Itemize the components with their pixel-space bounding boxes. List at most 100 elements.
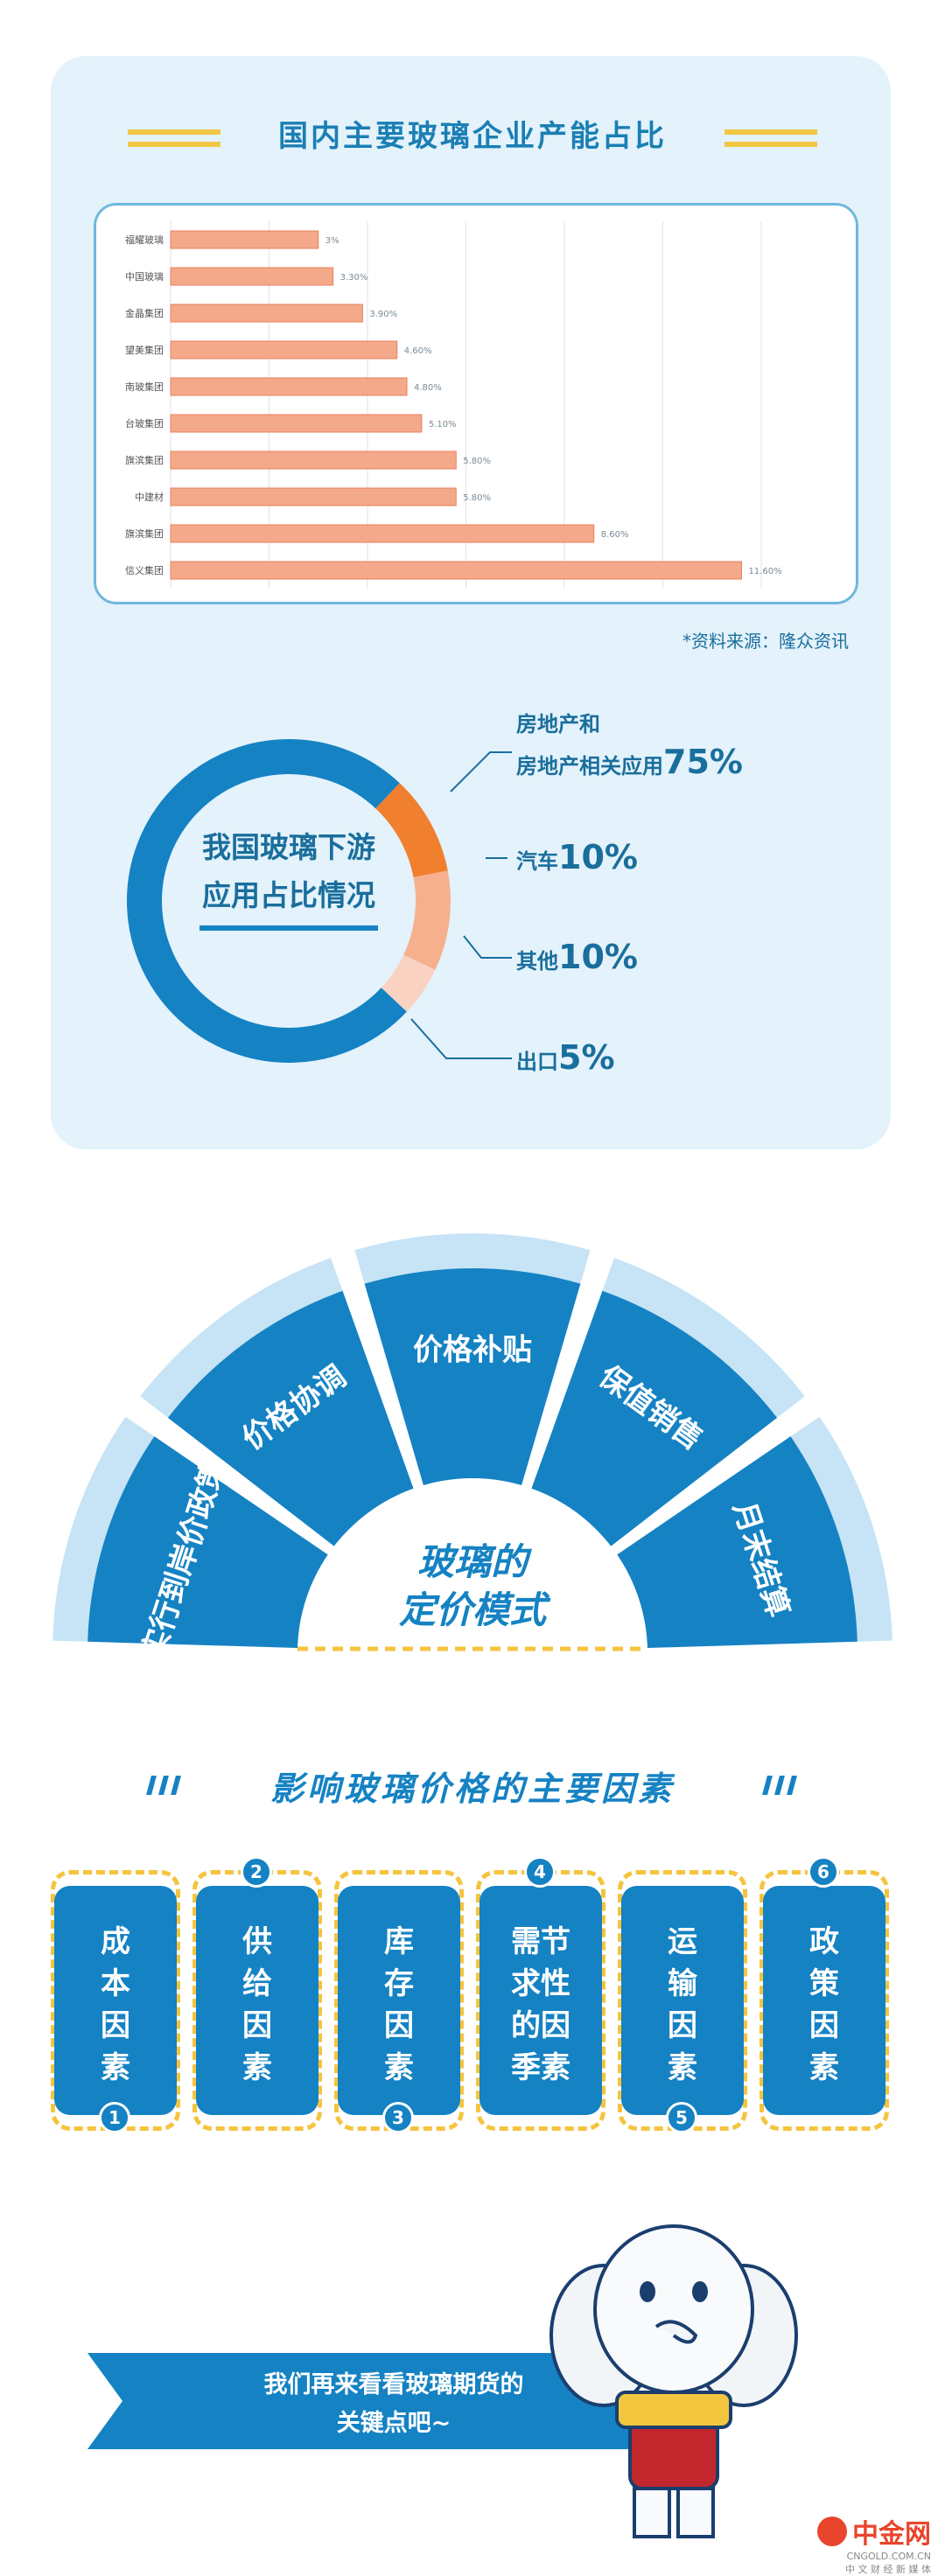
source-note: *资料来源：隆众资讯 [682, 631, 849, 652]
factor-card-3: 库存因素 [338, 1886, 460, 2115]
bar [170, 450, 457, 470]
fan-center [298, 1478, 648, 1653]
title-line-left [128, 129, 220, 135]
factor-number-4: 4 [524, 1856, 556, 1888]
category-label: 望美集团 [125, 344, 164, 356]
factor-number-3: 3 [382, 2102, 414, 2133]
chart-title: 国内主要玻璃企业产能占比 [278, 119, 667, 154]
factor-number-1: 1 [99, 2102, 130, 2133]
category-label: 信义集团 [125, 564, 164, 576]
factor-text-2: 供给因素 [242, 1924, 272, 2085]
factor-text-3: 库存因素 [384, 1924, 414, 2085]
category-label: 中国玻璃 [125, 270, 164, 283]
brand-tagline: 中 文 财 经 新 媒 体 [845, 2564, 931, 2575]
donut-segment [374, 783, 448, 878]
factor-card-5: 运输因素 [621, 1886, 744, 2115]
bar [170, 267, 334, 286]
factor-number-6: 6 [808, 1856, 839, 1888]
bar [170, 304, 363, 323]
bar-value-label: 5.10% [429, 420, 457, 429]
pricing-center-line1: 玻璃的 [417, 1540, 533, 1583]
donut-label-realestate-line1: 房地产和 [516, 712, 600, 736]
factor-text-5: 运输因素 [668, 1924, 697, 2085]
bar-chart: 0.00% 2.00% 4.00% 6.00% 8.00% 10.00% 12.00% 福耀玻… [125, 221, 782, 602]
fan-segment [531, 1290, 778, 1546]
category-label: 旗滨集团 [125, 454, 164, 466]
donut-label-other: 其他10% [516, 938, 638, 976]
factor-text-4: 需节求性的因季素 [511, 1924, 570, 2085]
donut-value-other: 10% [558, 938, 638, 976]
brand-logo: 中金网 CNGOLD.COM.CN 中 文 财 经 新 媒 体 [817, 2512, 931, 2576]
category-label: 金晶集团 [125, 307, 164, 319]
x-tick-label: 0.00% [156, 601, 186, 602]
bar [170, 487, 457, 506]
bar-value-label: 5.80% [463, 457, 491, 466]
bar-value-label: 3.90% [369, 310, 397, 319]
donut-segment [127, 739, 407, 1063]
brand-name: 中金网 [852, 2519, 931, 2550]
donut-label-export-text: 出口 [516, 1050, 558, 1074]
bar [170, 377, 408, 396]
x-tick-label: 4.00% [353, 601, 383, 602]
title-line-right [724, 129, 817, 135]
x-tick-label: 2.00% [254, 601, 284, 602]
donut-segment [402, 870, 451, 970]
bar-value-label: 11.60% [749, 567, 782, 576]
fan-segment [364, 1268, 581, 1486]
bar-value-label: 8.60% [601, 530, 629, 540]
donut-value-auto: 10% [558, 838, 638, 876]
factor-card-1: 成本因素 [54, 1886, 177, 2115]
factor-text-6: 政策因素 [809, 1924, 839, 2085]
banner-ribbon [88, 2353, 630, 2449]
factor-card-6: 政策因素 [763, 1886, 886, 2115]
bar-value-label: 3.30% [340, 273, 368, 283]
donut-label-realestate: 房地产和 房地产相关应用75% [516, 707, 743, 781]
x-tick-label: 8.00% [550, 601, 580, 602]
bar [170, 340, 398, 360]
donut-label-export: 出口5% [516, 1038, 615, 1077]
pricing-mode-label: 价格补贴 [413, 1333, 532, 1368]
banner-text: 我们再来看看玻璃期货的 关键点吧~ [149, 2366, 639, 2443]
donut-label-other-text: 其他 [516, 949, 558, 974]
banner-line1: 我们再来看看玻璃期货的 [263, 2371, 524, 2398]
banner-line2: 关键点吧~ [336, 2410, 452, 2437]
bar-value-label: 5.80% [463, 493, 491, 503]
factor-card-4: 需节求性的因季素 [480, 1886, 602, 2115]
factor-text-1: 成本因素 [101, 1924, 130, 2085]
bar [170, 561, 742, 580]
bar-value-label: 4.60% [404, 346, 432, 356]
factor-number-2: 2 [241, 1856, 272, 1888]
donut-center-line2: 应用占比情况 [202, 878, 375, 912]
brand-domain: CNGOLD.COM.CN [846, 2551, 931, 2562]
fan-segment [617, 1436, 858, 1649]
pricing-center-line2: 定价模式 [399, 1588, 551, 1631]
x-tick-label: 12.00% [743, 601, 780, 602]
factor-number-5: 5 [666, 2102, 697, 2133]
category-label: 旗滨集团 [125, 527, 164, 540]
donut-label-auto-text: 汽车 [516, 849, 558, 874]
category-label: 中建材 [135, 491, 164, 503]
elephant-mascot [550, 2224, 798, 2538]
bar [170, 414, 423, 433]
category-label: 南玻集团 [125, 380, 164, 393]
donut-value-export: 5% [558, 1038, 615, 1077]
x-tick-label: 6.00% [451, 601, 481, 602]
category-label: 福耀玻璃 [125, 234, 164, 246]
donut-label-auto: 汽车10% [516, 838, 638, 876]
fan-segment [88, 1436, 328, 1649]
bar-value-label: 3% [326, 236, 340, 246]
title-line-left-2 [128, 142, 220, 147]
x-tick-label: 10.00% [645, 601, 682, 602]
bar [170, 524, 595, 543]
bar [170, 230, 319, 249]
fan-segment [167, 1290, 414, 1546]
donut-segment [381, 954, 436, 1012]
bar-chart-box: 0.00% 2.00% 4.00% 6.00% 8.00% 10.00% 12.00% 福耀玻… [94, 203, 858, 604]
donut-label-realestate-line2: 房地产相关应用 [516, 754, 663, 778]
category-label: 台玻集团 [125, 417, 164, 429]
brand-icon [817, 2517, 847, 2546]
donut-value-realestate: 75% [663, 743, 743, 781]
bar-value-label: 4.80% [414, 383, 442, 393]
donut-center-underline [200, 925, 378, 931]
